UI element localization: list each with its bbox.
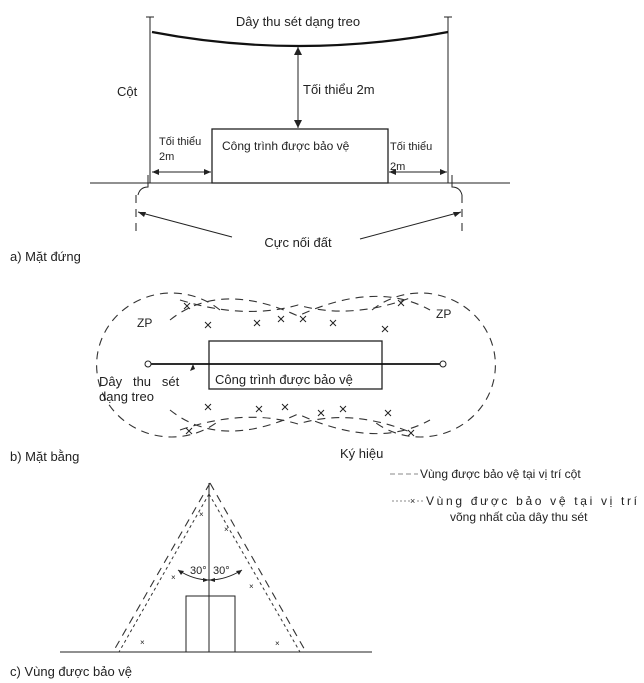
electrode-pointer-right <box>359 211 462 240</box>
legend-title: Ký hiệu <box>340 446 383 461</box>
sag-zone-right <box>208 493 301 653</box>
zone-label-left: ZP <box>137 316 152 330</box>
left-clearance-value: 2m <box>159 151 174 163</box>
angle-left-label: 30° <box>190 565 207 577</box>
left-pole-marker <box>144 360 152 368</box>
arrowheads <box>152 169 447 175</box>
zone-label-right: ZP <box>436 307 451 321</box>
elevation-view: Dây thu sét dạng treo Cột Tối thiểu 2m C… <box>10 14 510 264</box>
building-label-plan: Công trình được bảo vệ <box>215 372 353 387</box>
legend: Vùng được bảo vệ tại vị trí cột × Vùng đ… <box>390 467 638 524</box>
section-view: × × × × × × 30° 30° c) Vùng được bảo vệ <box>10 482 372 679</box>
left-pole-zone <box>96 292 221 438</box>
wire-label: Dây thu sét dạng treo <box>236 14 360 29</box>
svg-text:×: × <box>199 510 204 519</box>
svg-text:×: × <box>171 573 176 582</box>
arrowheads <box>178 570 242 582</box>
svg-text:×: × <box>275 639 280 648</box>
wire-label-plan: Dây thu sét <box>99 374 180 389</box>
left-clearance-label: Tối thiểu <box>159 136 201 148</box>
arrowheads <box>138 212 461 217</box>
ground-electrode-label: Cực nối đất <box>264 235 332 250</box>
svg-text:×: × <box>224 525 229 534</box>
sag-zone-markers <box>183 299 415 437</box>
svg-text:×: × <box>140 638 145 647</box>
sag-zone-left <box>118 493 210 653</box>
suspended-wire <box>151 30 449 48</box>
wire-pointer <box>190 364 195 371</box>
legend-item-sag-zone-line2: võng nhất của dây thu sét <box>450 510 588 524</box>
protected-building <box>211 128 389 184</box>
caption-section: c) Vùng được bảo vệ <box>10 664 132 679</box>
plan-view: ZP ZP Dây thu sét dạng treo Công trình đ… <box>10 292 496 464</box>
right-clearance-label: Tối thiểu <box>390 141 432 153</box>
building-label: Công trình được bảo vệ <box>222 139 350 153</box>
vertical-clearance-label: Tối thiểu 2m <box>303 82 375 97</box>
legend-item-pole-zone: Vùng được bảo vệ tại vị trí cột <box>420 467 581 481</box>
pole-zone-right <box>209 482 307 653</box>
angle-right-label: 30° <box>213 565 230 577</box>
sag-zone-top-2 <box>179 297 411 312</box>
protected-building-section <box>185 595 236 653</box>
angle-arc <box>177 569 243 581</box>
wire-label-plan-line2: dạng treo <box>99 389 154 404</box>
right-pole-marker <box>439 360 447 368</box>
svg-text:×: × <box>249 582 254 591</box>
legend-item-sag-zone: Vùng được bảo vệ tại vị trí <box>426 494 638 508</box>
legend-x-symbol: × <box>410 496 415 506</box>
caption-elevation: a) Mặt đứng <box>10 249 81 264</box>
right-pole-zone <box>371 292 496 438</box>
pole-zone-left <box>112 482 211 653</box>
ground-electrode-connections <box>137 175 463 196</box>
caption-plan: b) Mặt bằng <box>10 449 79 464</box>
electrode-pointer-left <box>137 211 233 238</box>
protected-building-plan <box>208 340 383 390</box>
pole-label: Cột <box>117 84 138 99</box>
sag-zone-x-markers: × × × × × × <box>140 510 280 648</box>
